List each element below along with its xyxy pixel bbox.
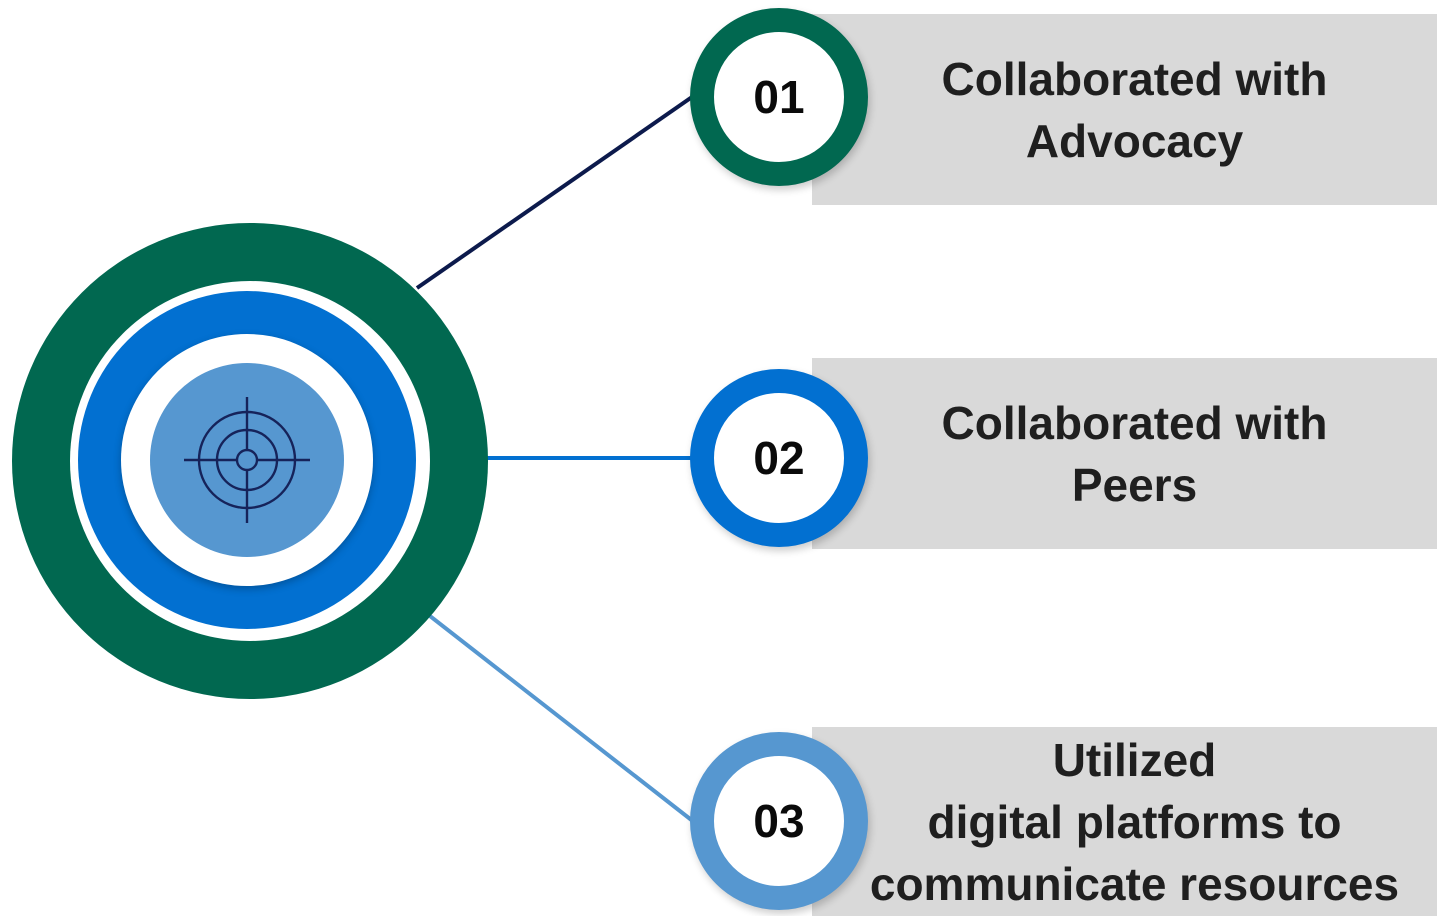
item-number-badge-01: 01 bbox=[690, 8, 868, 186]
item-label-03: Utilized digital platforms to communicat… bbox=[869, 733, 1400, 910]
item-card-01: Collaborated with Advocacy bbox=[812, 14, 1437, 205]
item-number-badge-02: 02 bbox=[690, 369, 868, 547]
item-number-02: 02 bbox=[753, 432, 805, 484]
item-number-01: 01 bbox=[753, 71, 805, 123]
item-card-03: Utilized digital platforms to communicat… bbox=[812, 727, 1437, 916]
target-core bbox=[150, 363, 344, 557]
item-number-03: 03 bbox=[753, 795, 805, 847]
target-graphic bbox=[12, 223, 488, 699]
connector-line-01 bbox=[415, 95, 694, 290]
item-label-01: Collaborated with Advocacy bbox=[941, 52, 1328, 167]
crosshair-target-icon bbox=[184, 397, 310, 523]
item-number-badge-03: 03 bbox=[690, 732, 868, 910]
item-card-02: Collaborated with Peers bbox=[812, 358, 1437, 549]
item-label-02: Collaborated with Peers bbox=[941, 396, 1328, 511]
